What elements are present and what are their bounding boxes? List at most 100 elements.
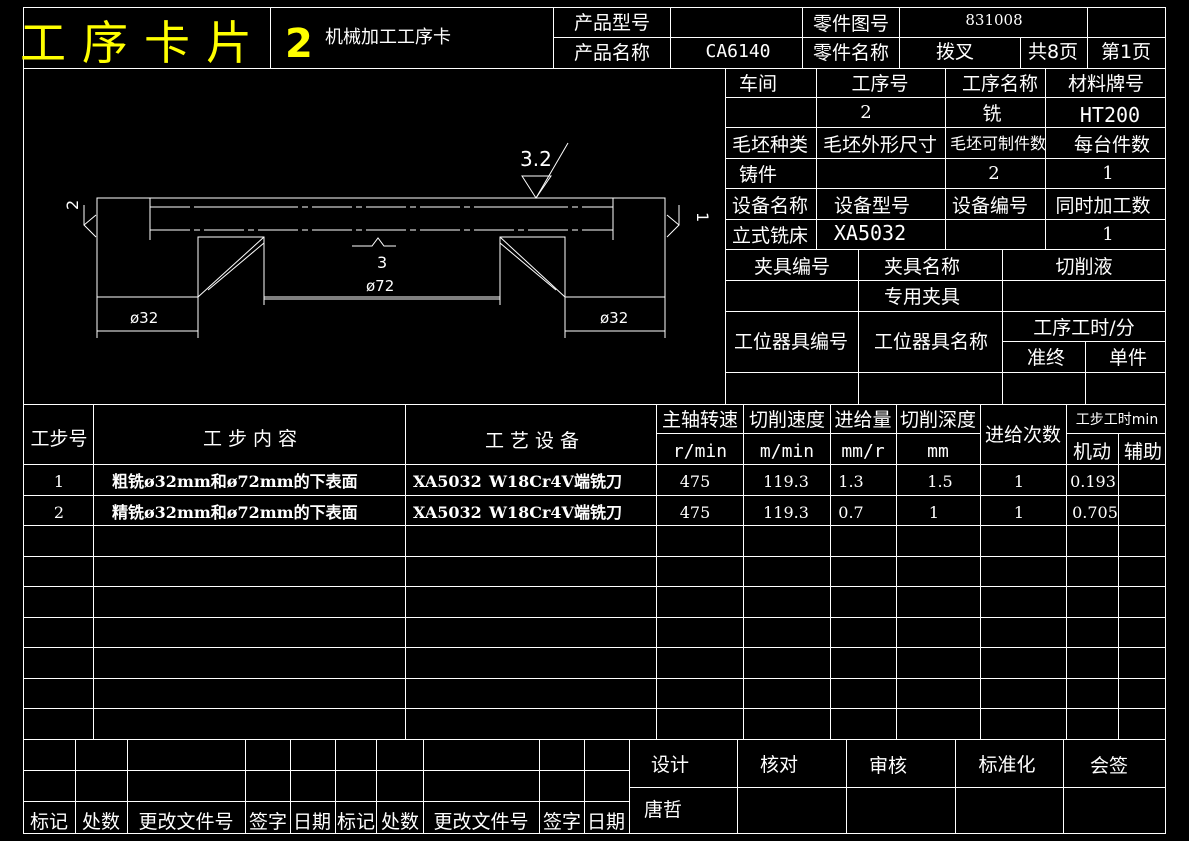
- passes-header: 进给次数: [985, 424, 1061, 446]
- sign-check-label: 核对: [760, 754, 798, 776]
- machine-time-header: 机动: [1073, 441, 1111, 463]
- step-1-tool: W18Cr4V端铣刀: [488, 472, 622, 491]
- per-unit-label: 每台件数: [1074, 134, 1150, 156]
- step-1-feed: 1.3: [838, 472, 863, 491]
- step-2-machine: XA5032: [413, 503, 482, 522]
- footer-date-2: 日期: [587, 811, 625, 833]
- dia-right: ø32: [600, 309, 628, 327]
- cut-speed-header: 切削速度: [749, 409, 825, 431]
- time-label: 工序工时/分: [1033, 317, 1134, 339]
- prep-label: 准终: [1027, 347, 1065, 369]
- product-name: CA6140: [705, 41, 770, 62]
- designer-name: 唐哲: [644, 799, 682, 821]
- step-1-passes: 1: [1014, 472, 1024, 491]
- blank-count: 2: [988, 163, 999, 184]
- dia-center: ø72: [366, 277, 394, 295]
- step-2-speed: 475: [680, 503, 711, 522]
- step-2-passes: 1: [1014, 503, 1024, 522]
- card-number: 2: [285, 21, 313, 67]
- feed-header: 进给量: [834, 409, 891, 431]
- step-2-time: 0.705: [1072, 503, 1118, 522]
- material-label: 材料牌号: [1068, 73, 1144, 95]
- op-no: 2: [860, 102, 871, 123]
- step-1-speed: 475: [680, 472, 711, 491]
- surface-mark-right: 1: [693, 212, 712, 222]
- step-2-no: 2: [54, 503, 64, 522]
- footer-doc-1: 更改文件号: [138, 811, 233, 833]
- sign-design-label: 设计: [651, 754, 689, 776]
- part-drawing: [83, 142, 680, 338]
- sign-review-label: 审核: [869, 755, 907, 777]
- footer-count-1: 处数: [82, 811, 120, 833]
- simul: 1: [1102, 224, 1113, 245]
- coolant-label: 切削液: [1055, 256, 1112, 278]
- op-no-label: 工序号: [851, 73, 908, 95]
- step-no-header: 工步号: [30, 428, 87, 450]
- footer-sign-1: 签字: [249, 811, 287, 833]
- step-2-cut-speed: 119.3: [763, 503, 809, 522]
- part-name: 拨叉: [936, 41, 974, 63]
- step-2-depth: 1: [929, 503, 939, 522]
- step-content-header: 工 步 内 容: [203, 428, 297, 450]
- unit-label: 单件: [1109, 347, 1147, 369]
- material: HT200: [1080, 103, 1140, 127]
- step-1-content: 粗铣ø32mm和ø72mm的下表面: [112, 472, 358, 491]
- op-name: 铣: [982, 103, 1001, 125]
- equip-model-label: 设备型号: [834, 195, 910, 217]
- card-title: 工序卡片: [20, 16, 252, 70]
- sign-standard-label: 标准化: [978, 754, 1035, 776]
- fixture-name: 专用夹具: [884, 286, 960, 308]
- fixture-name-label: 夹具名称: [884, 256, 960, 278]
- step-1-time: 0.193: [1070, 472, 1116, 491]
- dia-left: ø32: [130, 309, 158, 327]
- step-2-feed: 0.7: [838, 503, 863, 522]
- station-name-label: 工位器具名称: [874, 331, 988, 353]
- footer-doc-2: 更改文件号: [433, 811, 528, 833]
- step-2-content: 精铣ø32mm和ø72mm的下表面: [112, 503, 358, 522]
- equip-model: XA5032: [834, 221, 906, 245]
- cut-speed-unit: m/min: [760, 441, 814, 462]
- surface-mark-left: 2: [63, 200, 82, 210]
- step-2-tool: W18Cr4V端铣刀: [488, 503, 622, 522]
- equip-name-label: 设备名称: [732, 195, 808, 217]
- blank-type-label: 毛坯种类: [732, 134, 808, 156]
- feed-unit: mm/r: [841, 441, 885, 462]
- sign-countersign-label: 会签: [1090, 755, 1128, 777]
- step-1-cut-speed: 119.3: [763, 472, 809, 491]
- workshop-label: 车间: [739, 73, 777, 95]
- aux-time-header: 辅助: [1124, 441, 1162, 463]
- simul-label: 同时加工数: [1055, 195, 1150, 217]
- blank-size-label: 毛坯外形尺寸: [823, 134, 937, 156]
- footer-date-1: 日期: [293, 811, 331, 833]
- part-name-label: 零件名称: [813, 42, 889, 64]
- dim-center: 3: [377, 253, 387, 272]
- total-pages: 共8页: [1028, 41, 1078, 63]
- step-time-header: 工步工时min: [1076, 412, 1158, 428]
- depth-unit: mm: [927, 441, 949, 462]
- part-drawing-number: 831008: [965, 11, 1022, 29]
- blank-type: 铸件: [739, 164, 777, 186]
- step-1-no: 1: [54, 472, 64, 491]
- footer-mark-1: 标记: [30, 811, 68, 833]
- roughness-label: 3.2: [520, 147, 552, 171]
- equip-name: 立式铣床: [732, 225, 808, 247]
- footer-mark-2: 标记: [337, 811, 375, 833]
- speed-header: 主轴转速: [662, 409, 738, 431]
- part-drawing-label: 零件图号: [813, 13, 889, 35]
- depth-header: 切削深度: [900, 409, 976, 431]
- card-subtitle: 机械加工工序卡: [325, 27, 451, 48]
- blank-count-label: 毛坯可制件数: [950, 134, 1046, 153]
- footer-sign-2: 签字: [543, 811, 581, 833]
- op-name-label: 工序名称: [962, 73, 1038, 95]
- step-equipment-header: 工 艺 设 备: [485, 430, 579, 452]
- product-model-label: 产品型号: [574, 12, 650, 34]
- step-1-machine: XA5032: [413, 472, 482, 491]
- fixture-no-label: 夹具编号: [754, 256, 830, 278]
- per-unit: 1: [1102, 163, 1113, 184]
- equip-no-label: 设备编号: [952, 195, 1028, 217]
- station-no-label: 工位器具编号: [734, 331, 848, 353]
- step-1-depth: 1.5: [927, 472, 952, 491]
- page-number: 第1页: [1101, 41, 1151, 63]
- table-grid: [23, 7, 1166, 834]
